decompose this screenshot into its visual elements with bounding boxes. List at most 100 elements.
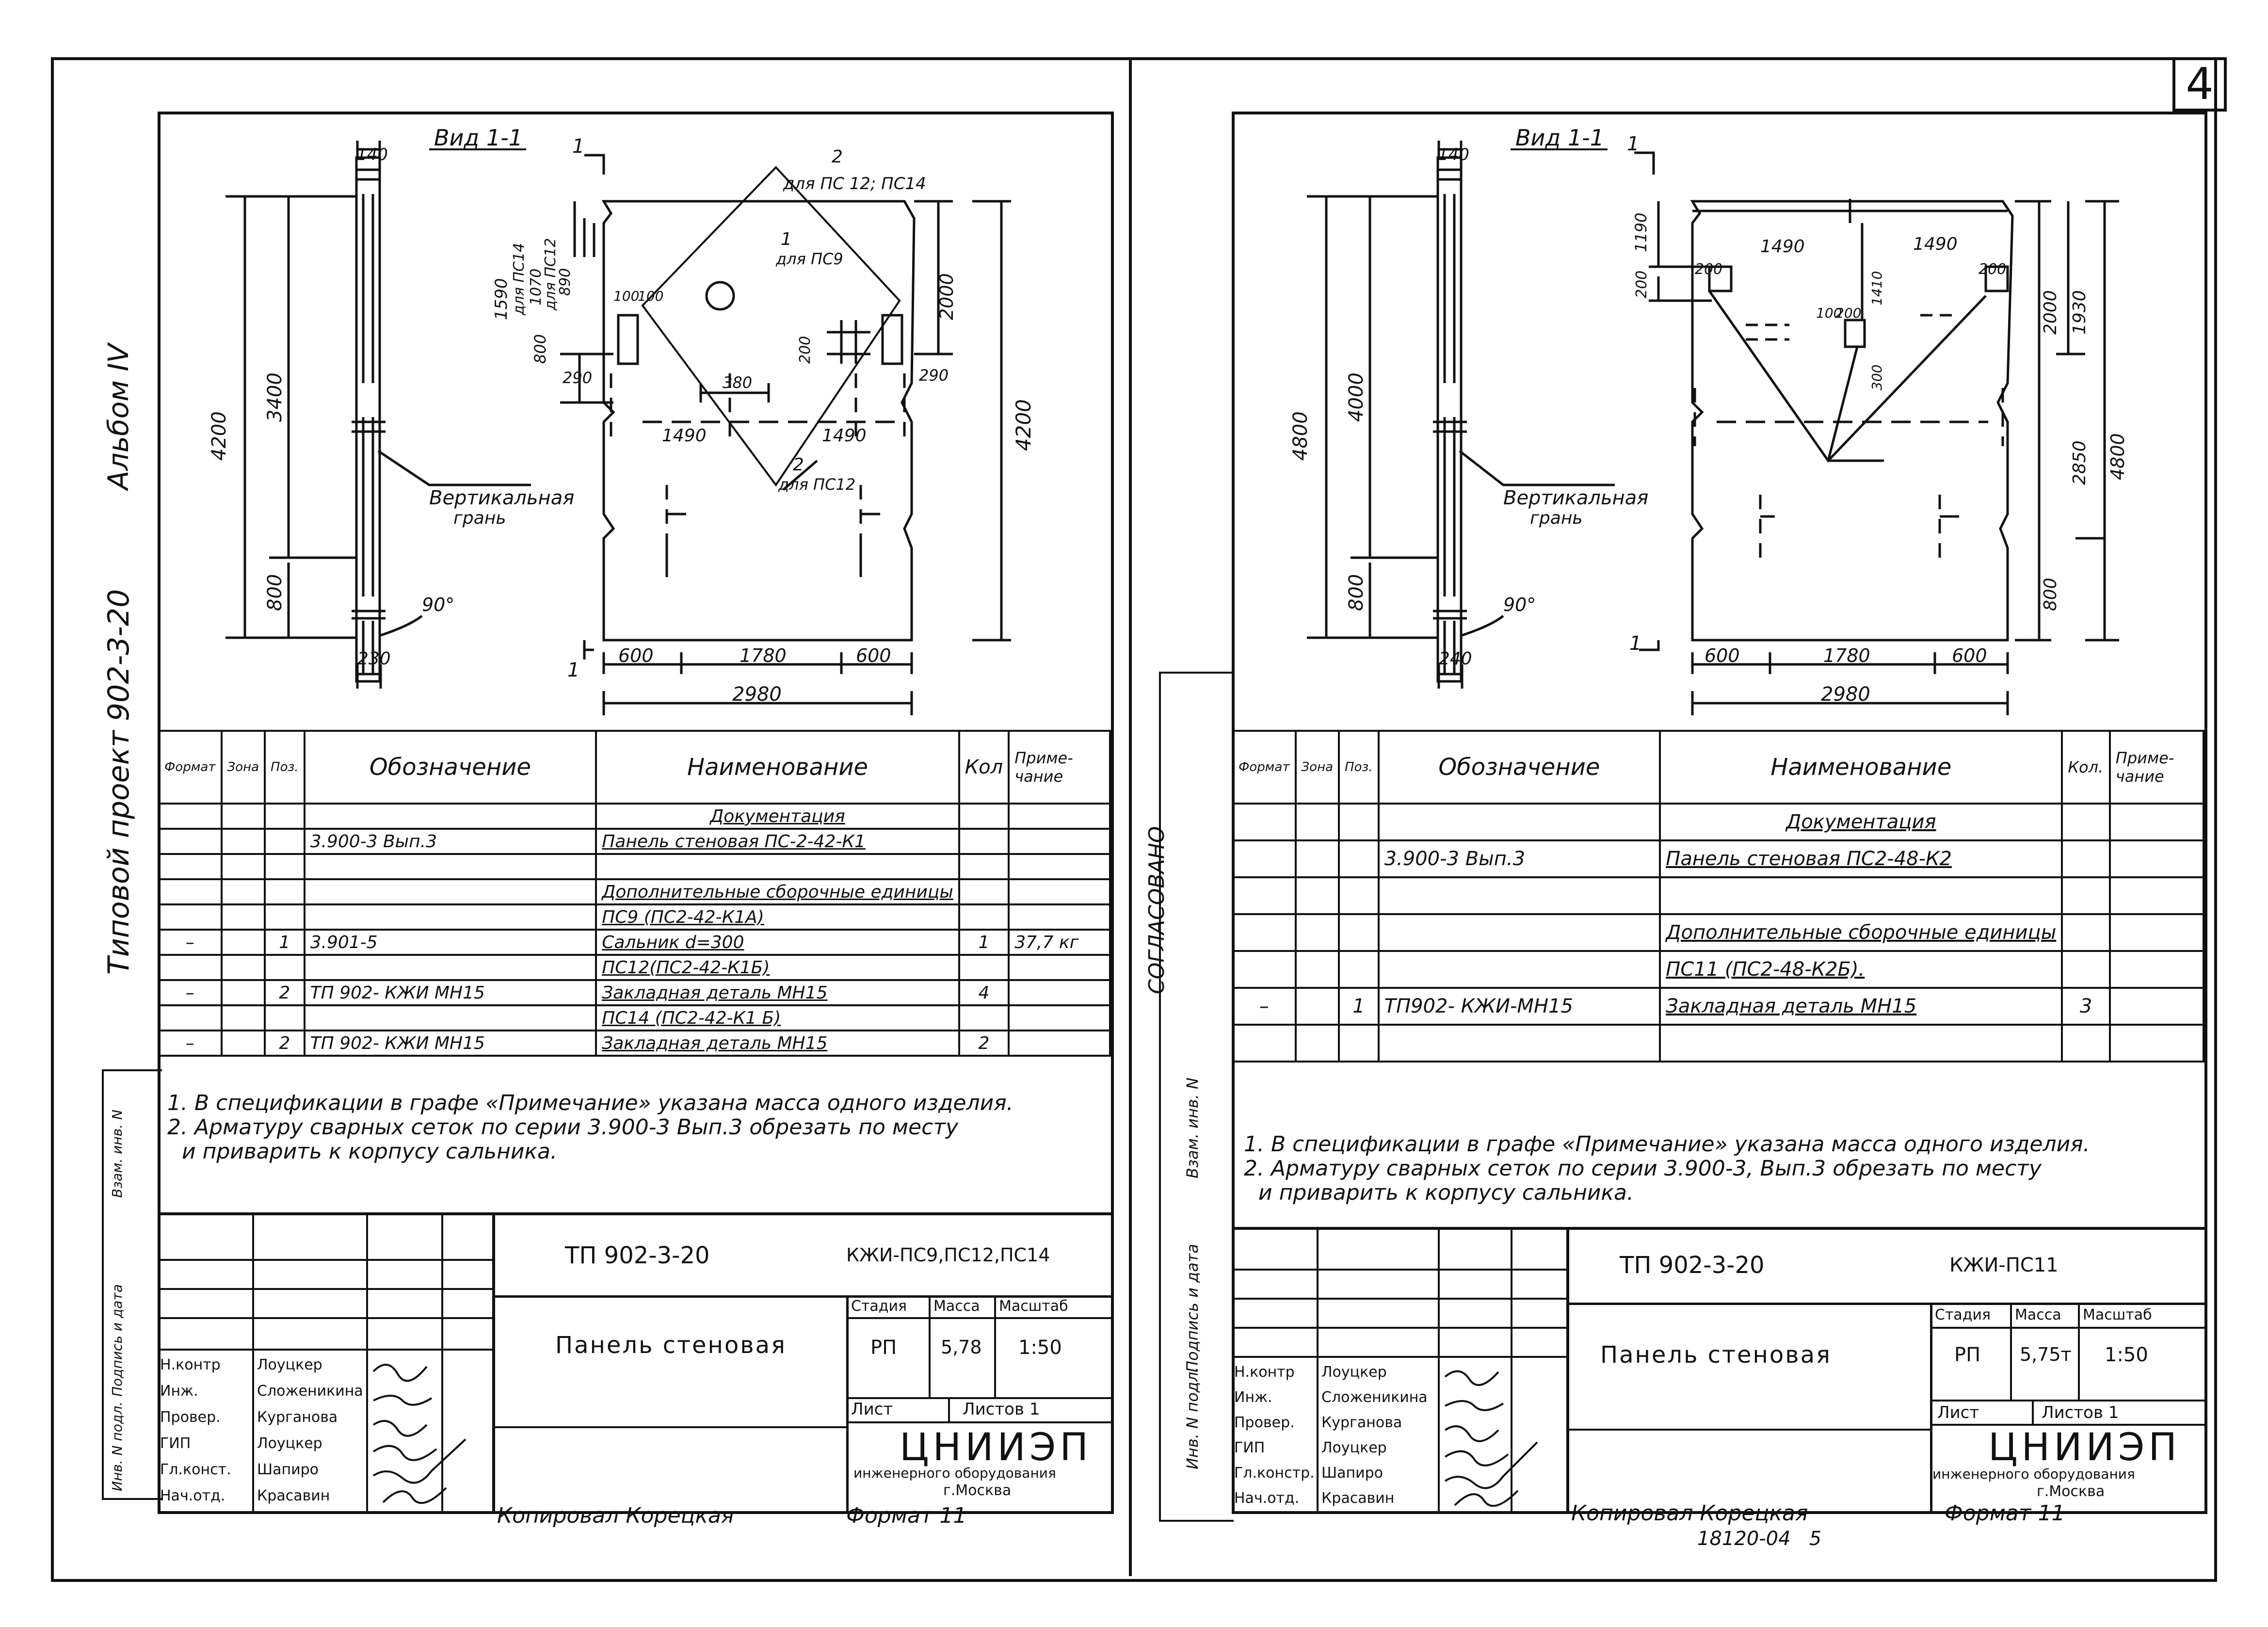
note-line: и приварить к корпусу сальника.: [1258, 1180, 1634, 1205]
spec-cell: [220, 1004, 266, 1031]
spec-cell: [303, 1004, 597, 1031]
note-line: 1. В спецификации в графе «Примечание» у…: [167, 1091, 1013, 1115]
stamp-org2-1: инженерного оборудования: [853, 1465, 1056, 1481]
dim-lower-h-1: 800: [264, 574, 286, 611]
dim-800-1: 800: [531, 334, 549, 364]
spec-cell: [1008, 878, 1111, 905]
spec-cell: [1008, 1030, 1111, 1057]
spec-cell: [158, 853, 223, 880]
inv-repl-label-left: Взам. инв. N: [109, 1110, 125, 1198]
spec-cell: 1: [958, 929, 1010, 956]
dim-1590-1: 1590: [492, 278, 511, 320]
dim-total-h-1: 4200: [208, 411, 230, 461]
spec-cell: [220, 954, 266, 981]
spec-cell: 3.900-3 Вып.3: [303, 828, 597, 855]
stamp-scale-2: 1:50: [2105, 1344, 2148, 1366]
spec-cell: 3.901-5: [303, 929, 597, 956]
stamp-sheets-h-2: Листов 1: [2042, 1403, 2119, 1422]
spec-cell: [1294, 950, 1340, 989]
signatures-1: [372, 1364, 466, 1504]
stamp-role: Гл.конст.: [160, 1461, 231, 1478]
spec-cell: –: [158, 929, 223, 956]
dim-200d-2: 200: [1835, 305, 1861, 321]
spec-cell: ПС14 (ПС2-42-К1 Б): [595, 1004, 960, 1031]
dim-1070-1: 1070: [528, 269, 545, 306]
spec-cell: [1377, 803, 1661, 841]
stamp-role: Инж.: [160, 1383, 198, 1400]
dim-100a-2: 100: [1816, 305, 1842, 321]
spec-row: [158, 853, 1111, 880]
sheet-2-drawing: Вид 1-1 140 4800 4000 800 240 90° Вертик…: [1289, 125, 2128, 715]
stamp-org-1: ЦНИИЭП: [900, 1426, 1093, 1469]
spec-cell: [1008, 1004, 1111, 1031]
spec-cell: [1008, 803, 1111, 830]
copied-by-1: Копировал Корецкая: [497, 1503, 734, 1528]
spec-cell: [1232, 1024, 1297, 1063]
spec-h-designation: Обозначение: [303, 730, 597, 805]
spec-cell: Документация: [1659, 803, 2063, 841]
spec-cell: [1232, 913, 1297, 952]
spec-cell: [264, 954, 306, 981]
spec-cell: [158, 828, 223, 855]
stamp-mass-h-2: Масса: [2015, 1306, 2061, 1323]
spec-cell: [1338, 839, 1380, 878]
stamp-stage-h-2: Стадия: [1935, 1306, 1991, 1323]
stamp-role: Гл.констр.: [1234, 1465, 1315, 1482]
dim-thickness-1: 140: [356, 145, 388, 164]
spec-cell: 1: [264, 929, 306, 956]
spec-table-1: Формат Зона Поз. Обозначение Наименовани…: [158, 730, 1111, 1057]
dim-1490b-1: 1490: [822, 426, 867, 446]
dim-lower-h-2: 800: [1345, 574, 1367, 611]
stamp-org2-2: инженерного оборудования: [1932, 1466, 2135, 1482]
spec-cell: [158, 1004, 223, 1031]
spec-cell: [1377, 1024, 1661, 1063]
stamp-org3-2: г.Москва: [2037, 1483, 2105, 1500]
spec-cell: [264, 903, 306, 931]
spec-cell: [1377, 950, 1661, 989]
spec-cell: [958, 828, 1010, 855]
stamp-scale-1: 1:50: [1018, 1337, 1062, 1359]
note-line: 2. Арматуру сварных сеток по серии 3.900…: [167, 1115, 958, 1140]
stamp-role: ГИП: [160, 1435, 191, 1452]
spec-cell: Закладная деталь МН15: [595, 979, 960, 1006]
stamp-mass-2: 5,75т: [2020, 1344, 2072, 1365]
spec-row: Дополнительные сборочные единицы: [1232, 913, 2205, 952]
spec-cell: [1008, 828, 1111, 855]
vertical-face2-2: грань: [1530, 508, 1583, 528]
stamp-stage-1: РП: [870, 1337, 897, 1359]
spec-h-designation: Обозначение: [1377, 730, 1661, 805]
spec-cell: 1: [1338, 987, 1380, 1026]
project-label: Типовой проект 902-3-20: [102, 589, 136, 975]
section-mark-bottom-1: 1: [567, 659, 579, 681]
spec-cell: ПС12(ПС2-42-К1Б): [595, 954, 960, 981]
spec-cell: [1294, 987, 1340, 1026]
spec-cell: [303, 878, 597, 905]
section-mark-top-1: 1: [572, 135, 584, 158]
stamp-doc-1: КЖИ-ПС9,ПС12,ПС14: [846, 1244, 1050, 1266]
format-1: Формат 11: [846, 1503, 967, 1528]
stamp-doc-2: КЖИ-ПС11: [1949, 1254, 2059, 1276]
spec-cell: ТП902- КЖИ-МН15: [1377, 987, 1661, 1026]
stamp-scale-h-1: Масштаб: [999, 1298, 1068, 1315]
spec-cell: [220, 979, 266, 1006]
stamp-stage-h-1: Стадия: [851, 1298, 907, 1315]
note-line: и приварить к корпусу сальника.: [182, 1139, 557, 1164]
dim-bottom-w-2: 240: [1439, 649, 1472, 669]
dim-pc12-1: для ПС12: [542, 238, 559, 311]
width-600a-1: 600: [618, 645, 654, 666]
dim-1490a-1: 1490: [662, 426, 707, 446]
sheet-1-drawing: Вид 1-1 140 4200 3400 800 230 90° Вертик…: [208, 125, 1035, 715]
spec-cell: [303, 853, 597, 880]
stamp-title-1: Панель стеновая: [555, 1332, 787, 1359]
stamp-sheets-h-1: Листов 1: [963, 1400, 1040, 1419]
stamp-role: Н.контр: [160, 1356, 221, 1373]
width-total-1: 2980: [732, 683, 782, 706]
spec-cell: [1232, 950, 1297, 989]
dim-angle-2: 90°: [1503, 594, 1536, 615]
spec-cell: Документация: [595, 803, 960, 830]
spec-cell: [958, 1004, 1010, 1031]
spec-cell: [1338, 913, 1380, 952]
spec-cell: [303, 803, 597, 830]
dim-200c-2: 200: [1978, 261, 2006, 278]
